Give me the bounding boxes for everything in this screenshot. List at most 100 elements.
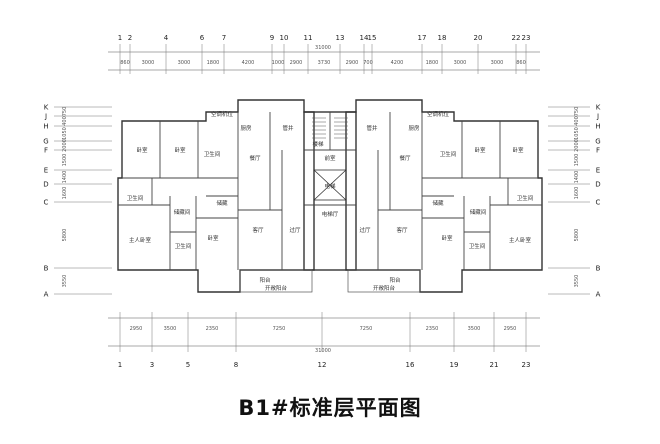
room-label-master: 主人卧室 <box>509 236 532 244</box>
room-label-bath3: 卫生间 <box>175 242 192 250</box>
side-dim-label: 3550 <box>574 275 580 288</box>
top-dim-label: 3000 <box>178 60 191 66</box>
bottom-axis-label: 19 <box>450 361 459 369</box>
bottom-axis-label: 5 <box>186 361 190 369</box>
room-label-kitchen: 厨房 <box>240 124 252 132</box>
top-axis-label: 20 <box>474 34 483 42</box>
side-dim-label: 1600 <box>62 187 68 200</box>
stair <box>312 117 348 139</box>
room-label-bedroom3: 卧室 <box>207 234 219 242</box>
side-axis-label: G <box>595 138 600 146</box>
bottom-axis-label: 12 <box>318 361 327 369</box>
side-axis-label: K <box>596 104 601 112</box>
room-label-bedroom2: 卧室 <box>474 146 486 154</box>
room-label-balcony: 阳台 <box>389 276 401 284</box>
top-dim-label: 860 <box>120 60 130 66</box>
side-dim-label: 1600 <box>574 187 580 200</box>
core-label-ac-left: 空调机位 <box>211 110 234 118</box>
bottom-dim-label: 2350 <box>206 326 219 332</box>
bottom-dim-label: 3500 <box>164 326 177 332</box>
bottom-dim-label: 3500 <box>468 326 481 332</box>
core-label-stair: 楼梯 <box>312 140 324 148</box>
top-axis-label: 22 <box>512 34 521 42</box>
room-label-hall: 过厅 <box>359 226 371 234</box>
top-dim-label: 860 <box>516 60 526 66</box>
top-dim-label: 4200 <box>391 60 404 66</box>
side-axis-label: D <box>595 181 600 189</box>
room-labels-left: 卧室卧室卫生间厨房餐厅卫生间储藏间主人卧室卧室卫生间储藏客厅过厅阳台管井 <box>127 124 301 284</box>
top-axis-label: 17 <box>418 34 427 42</box>
top-axis-label: 11 <box>304 34 313 42</box>
room-label-shaft: 管井 <box>366 124 378 132</box>
left-axis-grid: KJHGFEDCBA750400105020001500140016005800… <box>43 104 112 299</box>
top-axis-label: 15 <box>368 34 377 42</box>
room-label-shaft: 管井 <box>282 124 294 132</box>
top-axis-label: 13 <box>336 34 345 42</box>
room-label-hall: 过厅 <box>289 226 301 234</box>
bottom-axis-grid: 1 3 5 8 12 16 19 21 23 2950 3500 2350 7250 7250 2350 35… <box>108 312 540 369</box>
side-axis-label: A <box>596 291 601 299</box>
side-axis-label: H <box>595 123 600 131</box>
side-axis-label: F <box>44 147 48 155</box>
interior-walls <box>118 112 542 270</box>
side-dim-label: 750 <box>62 107 68 117</box>
top-axis-label: 9 <box>270 34 274 42</box>
bottom-axis-label: 3 <box>150 361 154 369</box>
bottom-dim-label: 2350 <box>426 326 439 332</box>
side-dim-label: 2000 <box>62 139 68 152</box>
top-dim-label: 2900 <box>290 60 303 66</box>
bottom-total-label: 31000 <box>315 348 331 354</box>
side-dim-label: 1500 <box>62 154 68 167</box>
room-label-bedroom2: 卧室 <box>174 146 186 154</box>
side-dim-label: 1500 <box>574 154 580 167</box>
bottom-axis-label: 8 <box>234 361 238 369</box>
room-label-dining: 餐厅 <box>399 154 411 162</box>
room-label-bath2: 卫生间 <box>517 194 534 202</box>
side-axis-label: C <box>596 199 601 207</box>
elevator-shaft <box>313 169 347 201</box>
side-dim-label: 5800 <box>574 229 580 242</box>
room-label-bedroom1: 卧室 <box>136 146 148 154</box>
side-dim-label: 3550 <box>62 275 68 288</box>
top-dim-label: 3000 <box>142 60 155 66</box>
side-axis-label: J <box>596 113 599 121</box>
top-dim-label: 3000 <box>454 60 467 66</box>
side-axis-label: G <box>43 138 48 146</box>
side-axis-label: A <box>44 291 49 299</box>
bottom-dim-label: 7250 <box>273 326 286 332</box>
top-dim-label: 2900 <box>346 60 359 66</box>
top-dim-label: 1800 <box>426 60 439 66</box>
room-label-bath3: 卫生间 <box>469 242 486 250</box>
side-axis-label: C <box>44 199 49 207</box>
core-labels: 电梯厅前室楼梯电梯空调机位空调机位开敞阳台开敞阳台 <box>211 110 450 292</box>
room-label-kitchen: 厨房 <box>408 124 420 132</box>
bottom-axis-label: 16 <box>406 361 415 369</box>
bottom-axis-label: 1 <box>118 361 122 369</box>
bottom-dim-label: 7250 <box>360 326 373 332</box>
core-label-elevator: 电梯 <box>324 182 336 190</box>
plan-title: B1#标准层平面图 <box>238 396 422 420</box>
core-label-terrace-left: 开敞阳台 <box>265 284 288 292</box>
core-label-front-room: 前室 <box>324 154 336 162</box>
side-axis-label: F <box>596 147 600 155</box>
side-dim-label: 1050 <box>62 127 68 140</box>
bottom-axis-label: 21 <box>490 361 499 369</box>
top-dim-label: 3730 <box>318 60 331 66</box>
bottom-dim-label: 2950 <box>504 326 517 332</box>
core-label-ac-right: 空调机位 <box>427 110 450 118</box>
side-axis-label: E <box>596 167 600 175</box>
top-axis-label: 23 <box>522 34 531 42</box>
bottom-axis-label: 23 <box>522 361 531 369</box>
top-axis-label: 18 <box>438 34 447 42</box>
room-label-storage: 储藏间 <box>174 208 191 216</box>
top-total-label: 31000 <box>315 45 331 51</box>
side-axis-label: D <box>43 181 48 189</box>
side-dim-label: 1050 <box>574 127 580 140</box>
room-label-balcony: 阳台 <box>259 276 271 284</box>
top-axis-label: 10 <box>280 34 289 42</box>
core-label-terrace-right: 开敞阳台 <box>373 284 396 292</box>
side-axis-label: H <box>43 123 48 131</box>
top-dim-label: 4200 <box>242 60 255 66</box>
